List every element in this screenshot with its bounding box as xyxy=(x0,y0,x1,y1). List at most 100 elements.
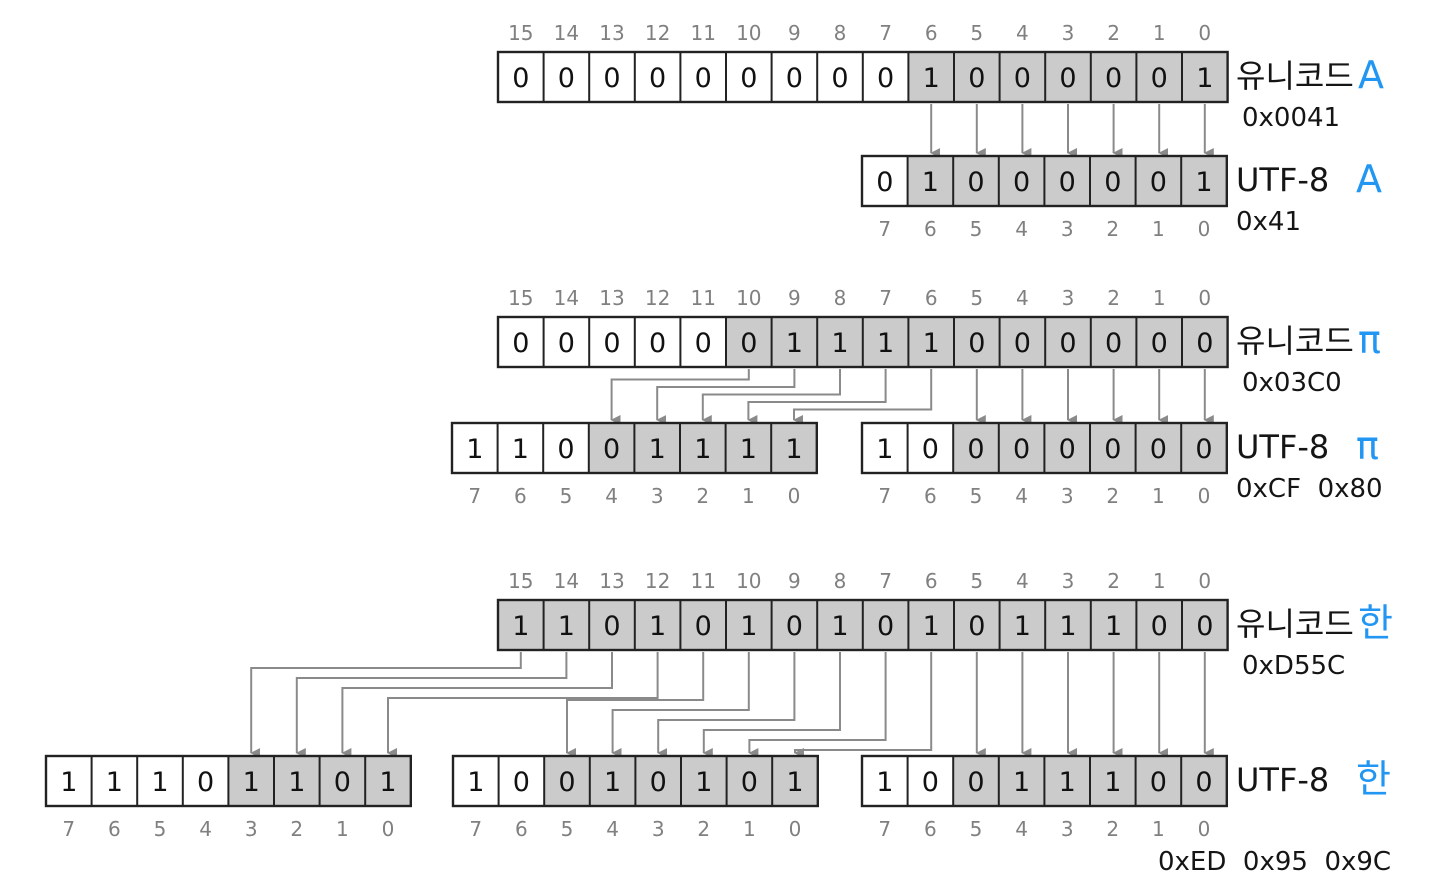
bit-cell xyxy=(1181,423,1227,473)
bit-index-label: 12 xyxy=(645,21,670,45)
bit-value: 0 xyxy=(1195,434,1212,465)
bit-cell xyxy=(1044,156,1090,206)
bit-cell xyxy=(1044,756,1090,806)
utf8-hex-value: 0xCF 0x80 xyxy=(1236,474,1383,504)
bit-index-label: 5 xyxy=(970,817,983,841)
bit-value: 0 xyxy=(603,328,620,359)
register-outline xyxy=(860,754,1228,808)
bit-value: 0 xyxy=(967,434,984,465)
bit-cell xyxy=(1090,423,1136,473)
bit-index-label: 14 xyxy=(554,569,579,593)
unicode-char: A xyxy=(1358,53,1384,97)
bit-value: 1 xyxy=(923,63,940,94)
bit-index-label: 5 xyxy=(560,484,573,508)
bit-cell xyxy=(1044,423,1090,473)
bit-cell xyxy=(680,600,726,650)
bit-cell xyxy=(365,756,411,806)
bit-cell xyxy=(319,756,366,806)
bit-value: 1 xyxy=(512,611,529,642)
bit-index-label: 3 xyxy=(1061,484,1074,508)
bit-value: 1 xyxy=(695,767,712,798)
bit-index-label: 0 xyxy=(382,817,395,841)
bit-cell xyxy=(1136,317,1182,367)
utf8-label: UTF-8 xyxy=(1236,161,1329,199)
bit-value: 0 xyxy=(1105,328,1122,359)
bit-index-label: 2 xyxy=(1106,817,1119,841)
bit-mapping-arrow xyxy=(656,369,796,425)
bit-mapping-arrow xyxy=(747,369,887,425)
bit-index-label: 5 xyxy=(561,817,574,841)
unicode-label: 유니코드 xyxy=(1236,322,1354,360)
bit-value: 1 xyxy=(786,328,803,359)
bit-cell xyxy=(1182,52,1228,102)
bit-index-label: 5 xyxy=(970,569,983,593)
bit-value: 0 xyxy=(740,63,757,94)
bit-cell xyxy=(589,756,636,806)
bit-index-label: 6 xyxy=(924,484,937,508)
bit-value: 1 xyxy=(1105,611,1122,642)
bit-value: 0 xyxy=(1151,611,1168,642)
bit-cell xyxy=(998,423,1045,473)
bit-index-label: 11 xyxy=(690,569,715,593)
bit-cell xyxy=(1045,600,1091,650)
bit-cell xyxy=(453,756,499,806)
bit-index-label: 6 xyxy=(924,817,937,841)
bit-value: 1 xyxy=(876,767,893,798)
bit-cell xyxy=(999,52,1046,102)
bit-value: 1 xyxy=(649,611,666,642)
bit-value: 1 xyxy=(831,328,848,359)
bit-value: 0 xyxy=(877,63,894,94)
register-outline xyxy=(496,315,1229,369)
bit-index-label: 7 xyxy=(878,817,891,841)
bit-cell xyxy=(862,317,909,367)
bit-cell xyxy=(862,756,908,806)
bit-value: 1 xyxy=(1013,767,1030,798)
bit-cell xyxy=(907,156,954,206)
bit-index-label: 2 xyxy=(697,817,710,841)
utf8-char: A xyxy=(1356,157,1382,201)
bit-index-label: 9 xyxy=(788,569,801,593)
bit-cell xyxy=(953,156,999,206)
bit-value: 1 xyxy=(151,767,168,798)
bit-value: 1 xyxy=(694,434,711,465)
utf8-char: 한 xyxy=(1356,757,1391,801)
bit-index-label: 7 xyxy=(878,484,891,508)
register-outline xyxy=(450,421,818,475)
bit-cell xyxy=(1090,600,1137,650)
bit-value: 0 xyxy=(740,328,757,359)
bit-value: 0 xyxy=(741,767,758,798)
bit-value: 0 xyxy=(558,63,575,94)
bit-index-label: 0 xyxy=(1198,286,1211,310)
bit-index-label: 0 xyxy=(1198,217,1211,241)
bit-index-label: 8 xyxy=(834,286,847,310)
register-outline xyxy=(860,154,1228,208)
bit-value: 0 xyxy=(968,328,985,359)
register-outline xyxy=(496,598,1229,652)
bit-value: 0 xyxy=(513,767,530,798)
bit-value: 0 xyxy=(558,328,575,359)
bit-cell xyxy=(998,756,1045,806)
bit-value: 1 xyxy=(379,767,396,798)
bit-index-label: 1 xyxy=(1152,817,1165,841)
bit-value: 0 xyxy=(1151,328,1168,359)
bit-index-label: 9 xyxy=(788,21,801,45)
bit-index-label: 1 xyxy=(1153,21,1166,45)
bit-cell xyxy=(543,423,589,473)
bit-value: 0 xyxy=(831,63,848,94)
bit-value: 0 xyxy=(1014,328,1031,359)
bit-cell xyxy=(635,756,681,806)
bit-cell xyxy=(498,600,544,650)
bit-value: 0 xyxy=(649,63,666,94)
bit-cell xyxy=(634,423,680,473)
bit-value: 0 xyxy=(334,767,351,798)
bit-index-label: 4 xyxy=(199,817,212,841)
register-outline xyxy=(451,754,819,808)
bit-value: 0 xyxy=(967,767,984,798)
bit-cell xyxy=(817,52,863,102)
bit-index-label: 6 xyxy=(924,217,937,241)
bit-cell xyxy=(1182,600,1228,650)
